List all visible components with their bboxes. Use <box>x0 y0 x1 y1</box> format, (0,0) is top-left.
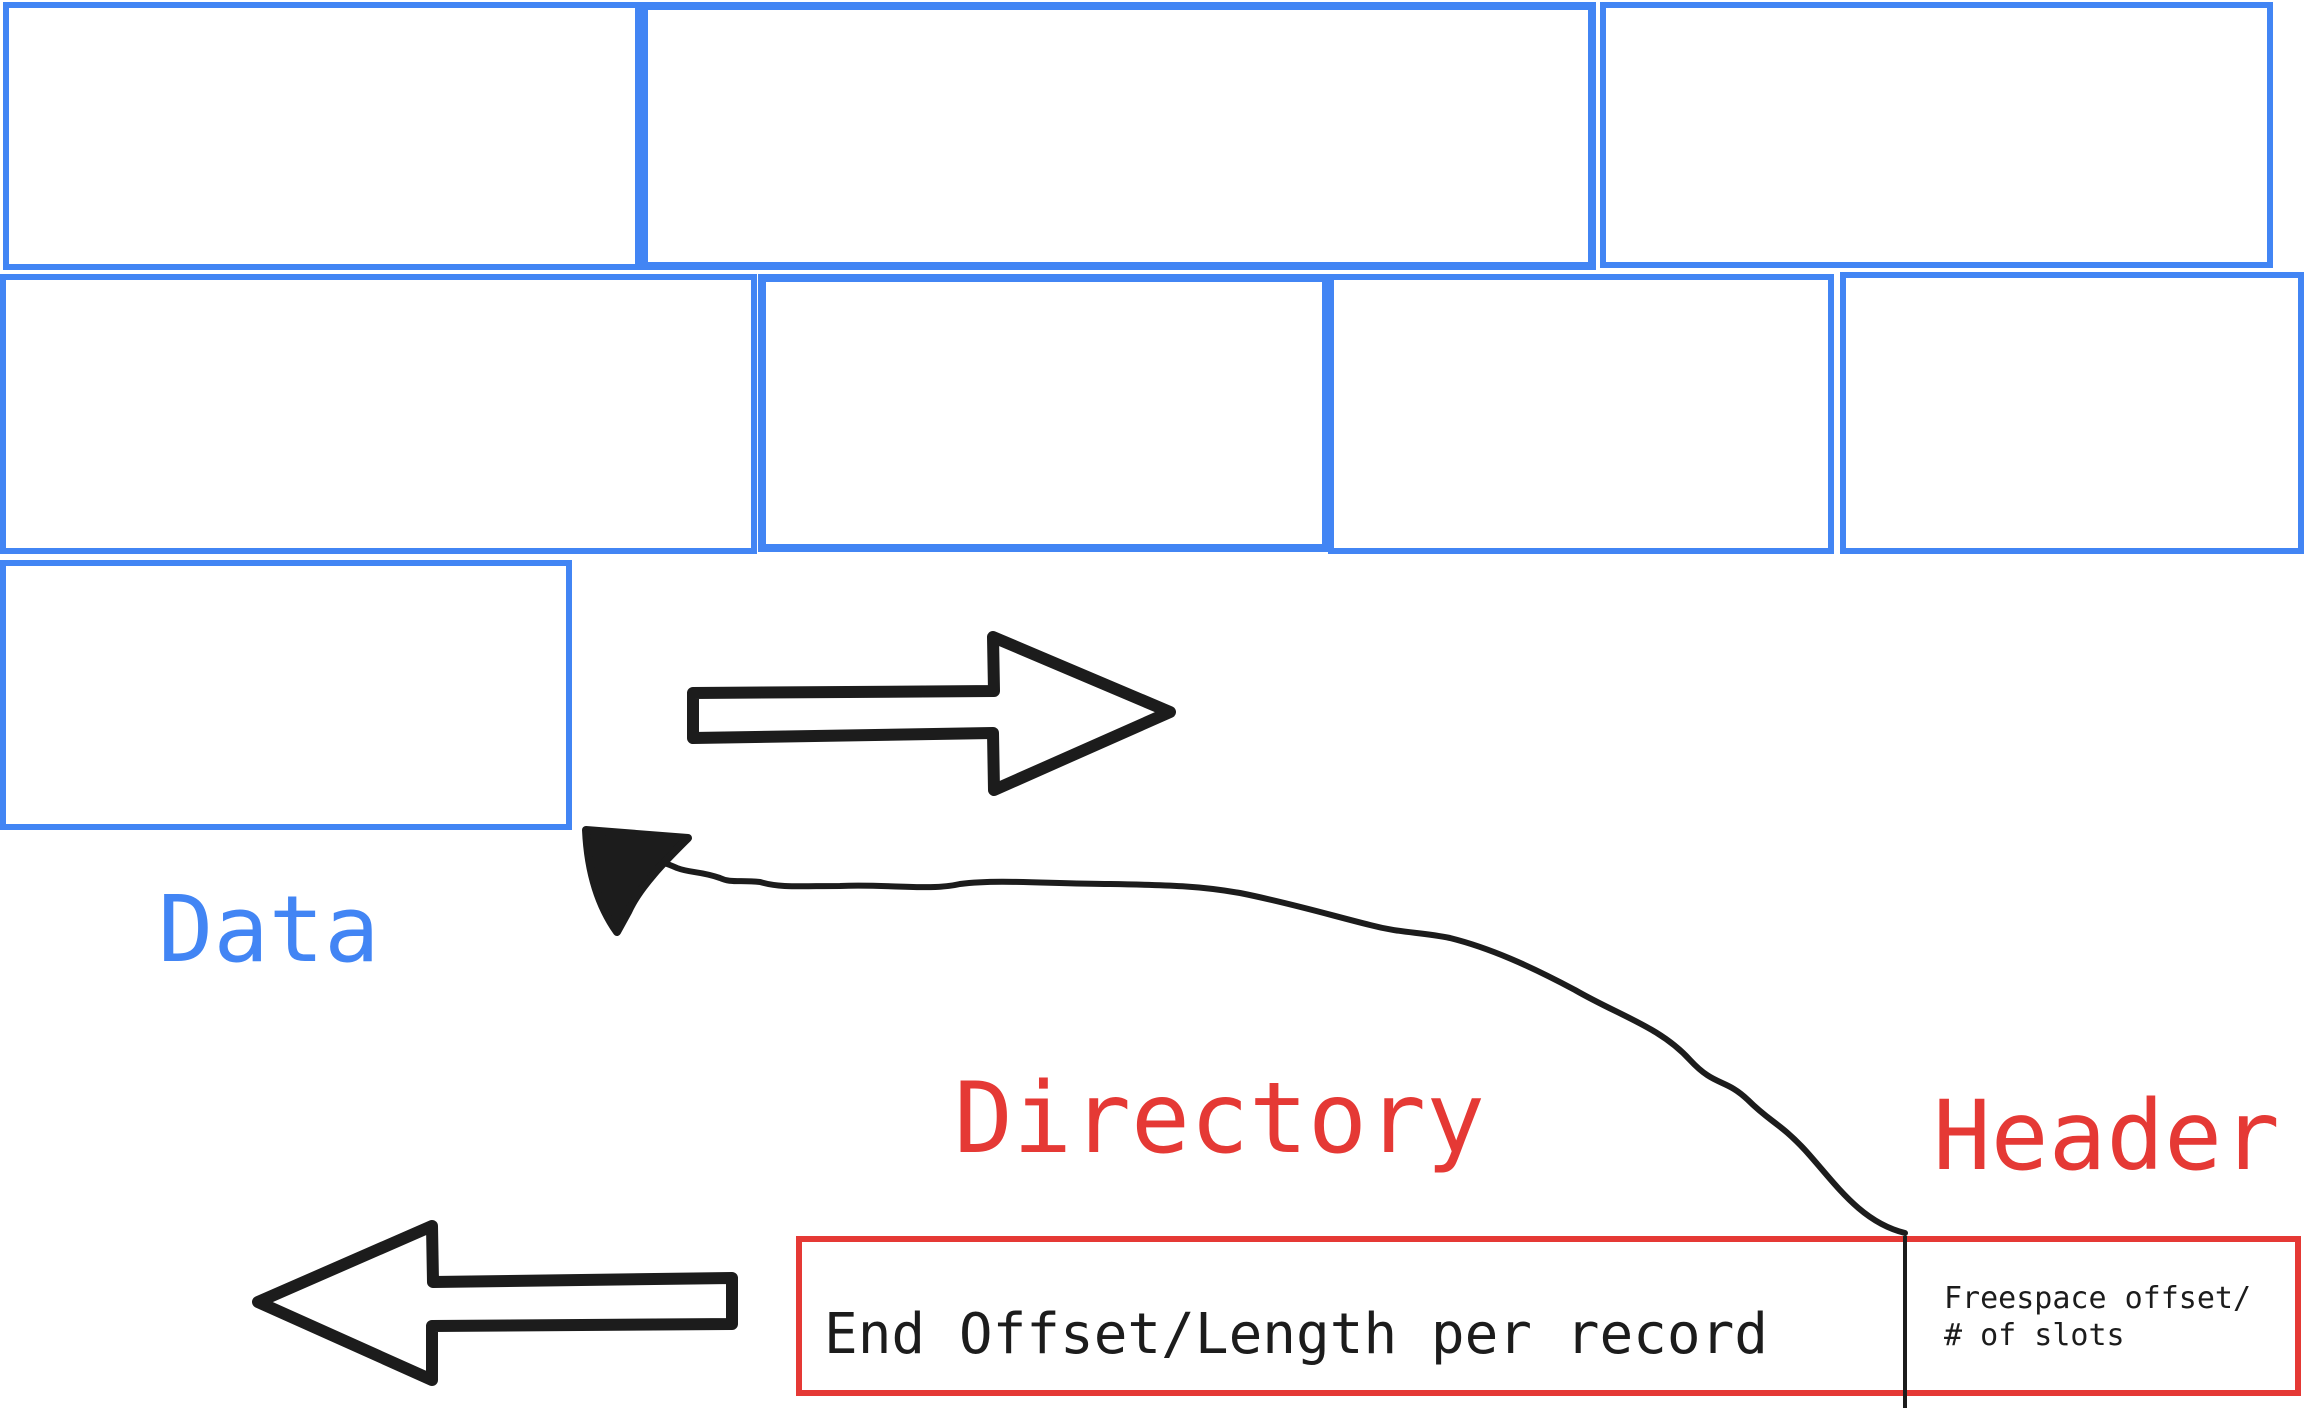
arrow-left-outline-icon <box>252 1220 738 1386</box>
header-freespace-text: Freespace offset/ <box>1944 1281 2252 1316</box>
data-record <box>0 560 572 830</box>
arrow-right-outline-icon <box>687 631 1176 796</box>
header-slot-count-text: # of slots <box>1944 1318 2125 1353</box>
data-record <box>1840 272 2304 554</box>
page-footer-slot-table: End Offset/Length per record Freespace o… <box>796 1236 2301 1408</box>
pointer-arrowhead-icon <box>582 826 692 936</box>
directory-label: Directory <box>954 1062 1486 1176</box>
directory-entry-text: End Offset/Length per record <box>824 1302 1769 1367</box>
data-record <box>758 274 1330 552</box>
data-record <box>1328 274 1834 554</box>
freespace-pointer-line <box>637 855 1908 1236</box>
slot-divider <box>1903 1236 1907 1408</box>
data-record <box>0 274 757 554</box>
data-record <box>1600 2 2273 268</box>
data-label: Data <box>158 876 380 983</box>
data-record <box>3 2 641 270</box>
data-record <box>640 2 1596 270</box>
header-fields: Freespace offset/ # of slots <box>1944 1280 2251 1354</box>
header-label: Header <box>1933 1080 2280 1192</box>
